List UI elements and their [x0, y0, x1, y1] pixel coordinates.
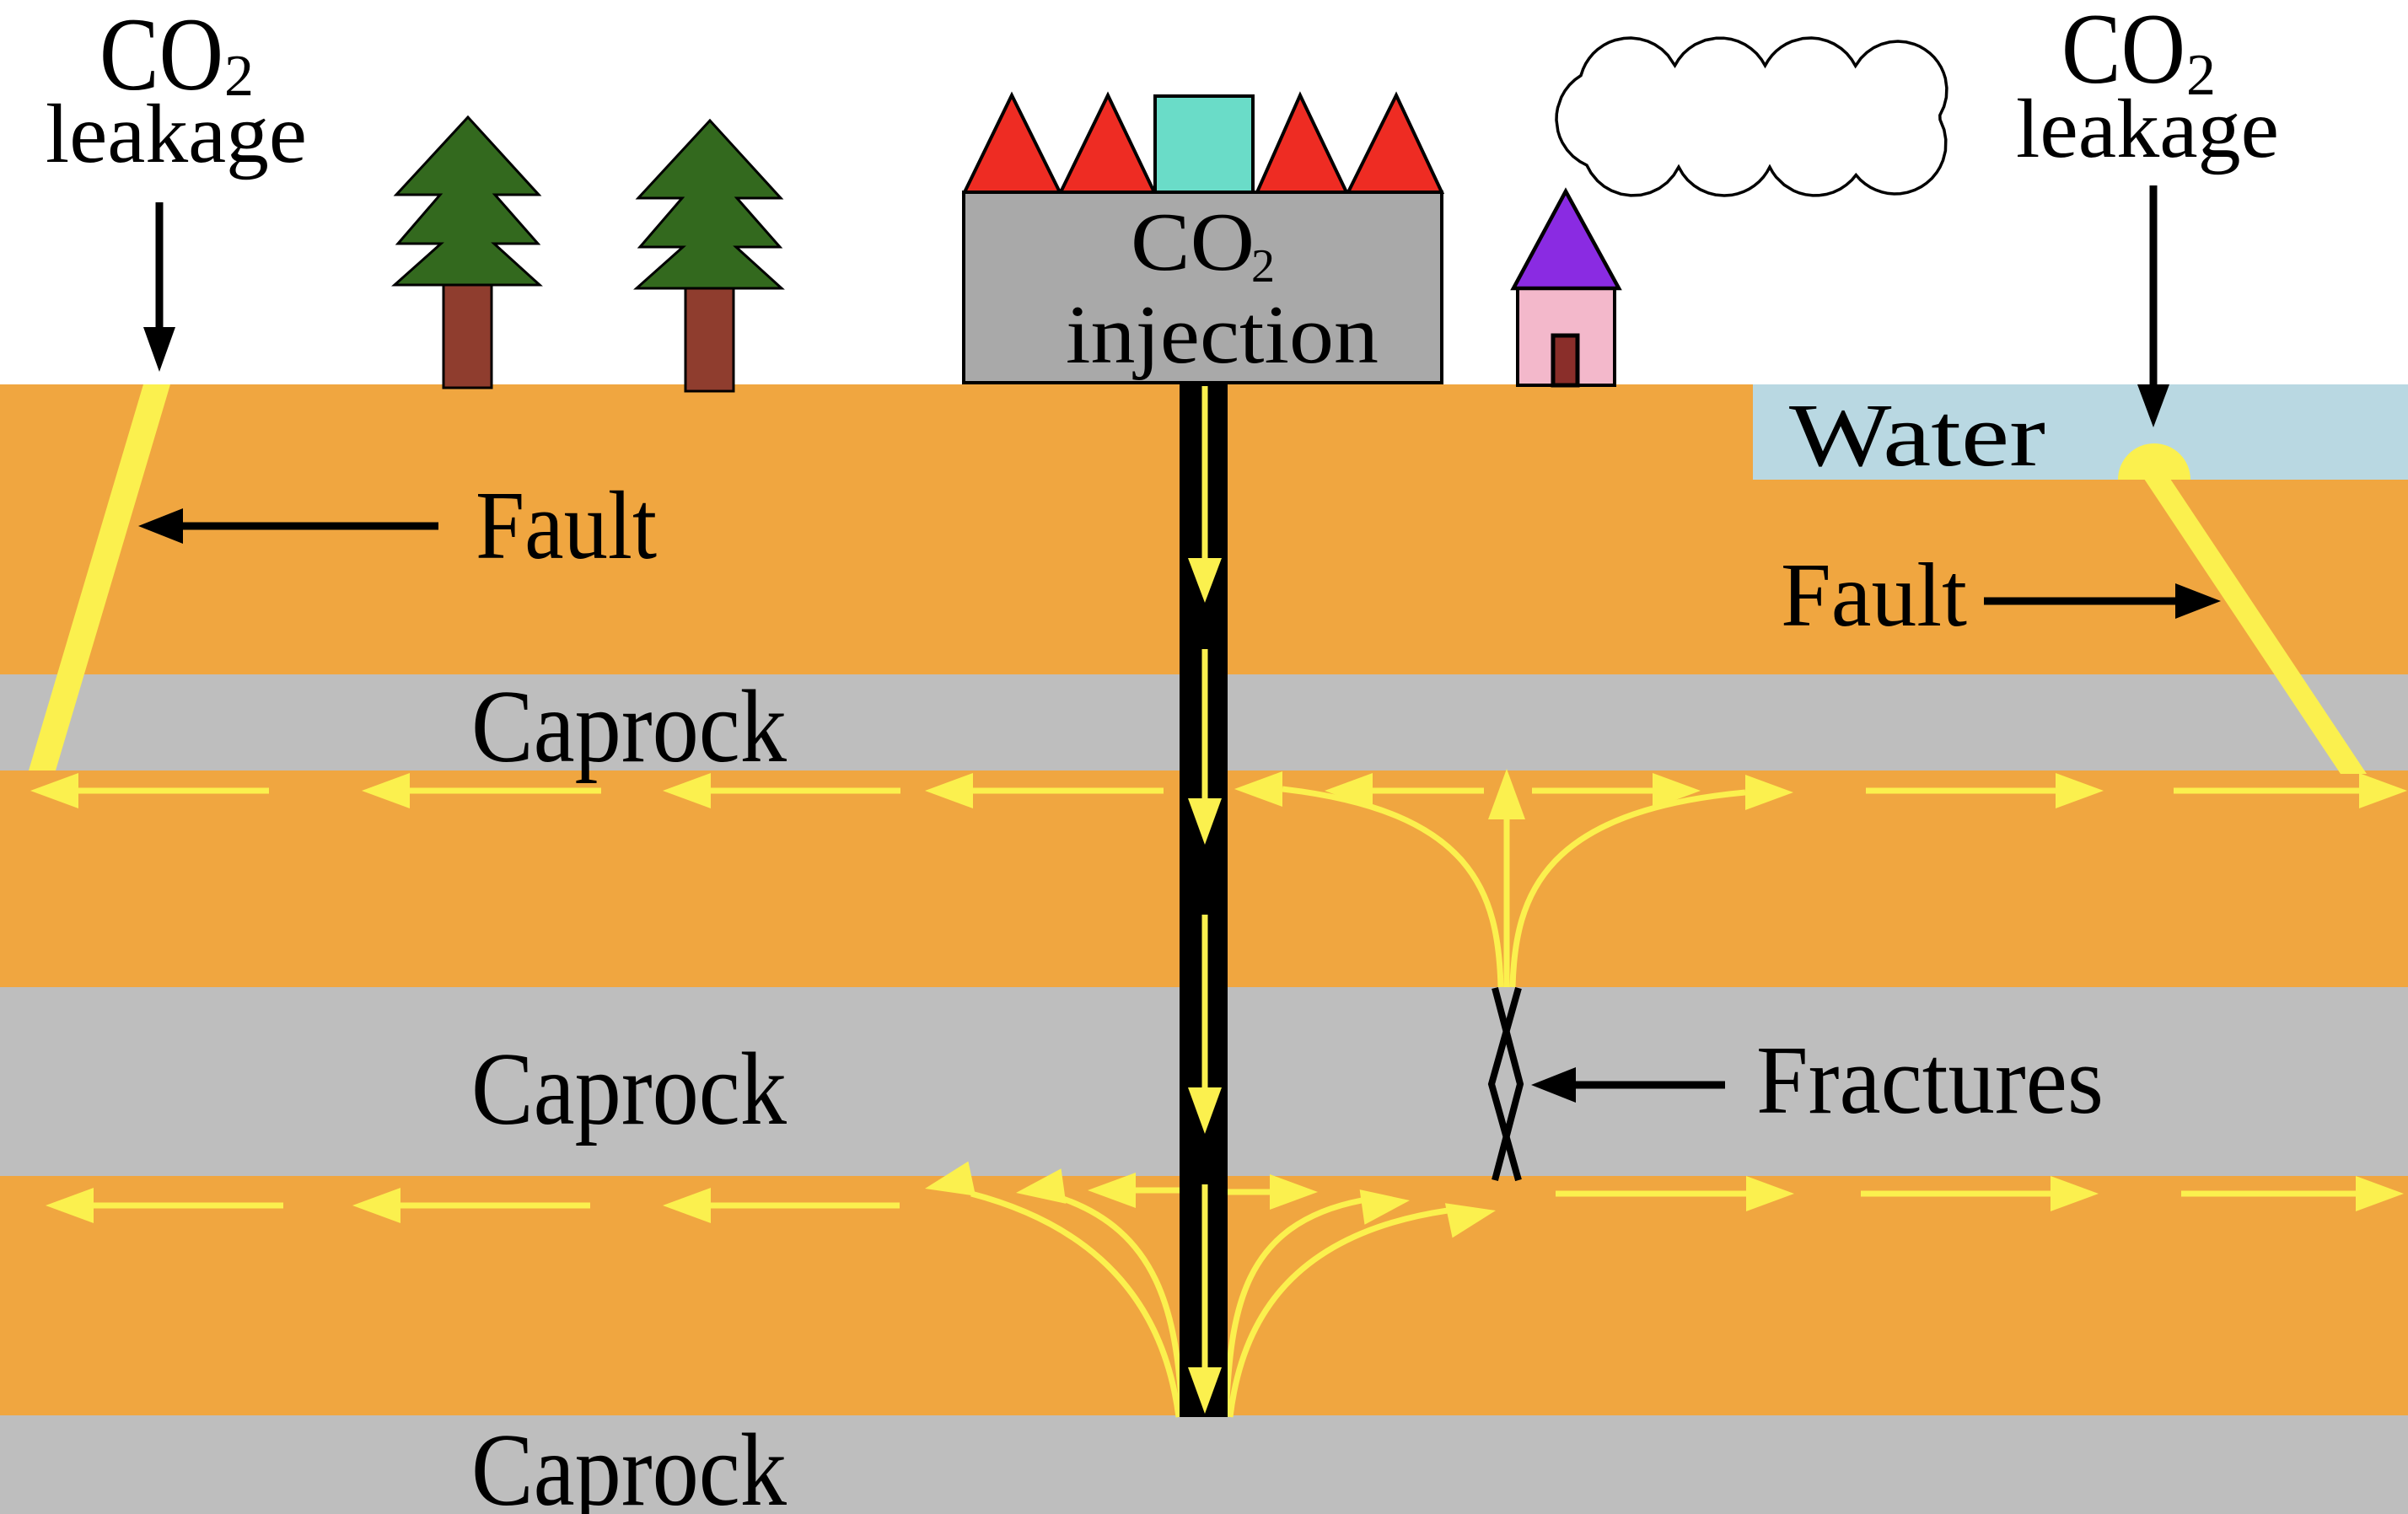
svg-text:leakage: leakage — [2016, 82, 2279, 175]
svg-text:2: 2 — [1251, 240, 1275, 293]
svg-text:CO: CO — [1131, 196, 1255, 288]
svg-text:Caprock: Caprock — [471, 668, 787, 784]
svg-text:Caprock: Caprock — [471, 1412, 787, 1514]
svg-text:leakage: leakage — [46, 87, 307, 180]
svg-text:Caprock: Caprock — [471, 1031, 787, 1146]
svg-text:Fractures: Fractures — [1756, 1027, 2104, 1134]
svg-text:CO: CO — [99, 0, 223, 112]
svg-text:2: 2 — [224, 44, 254, 109]
svg-text:2: 2 — [2186, 43, 2216, 108]
svg-text:CO: CO — [2061, 0, 2185, 105]
svg-text:injection: injection — [1066, 289, 1379, 381]
svg-text:Water: Water — [1789, 386, 2045, 486]
svg-text:Fault: Fault — [1781, 545, 1967, 646]
svg-text:Fault: Fault — [476, 472, 657, 579]
